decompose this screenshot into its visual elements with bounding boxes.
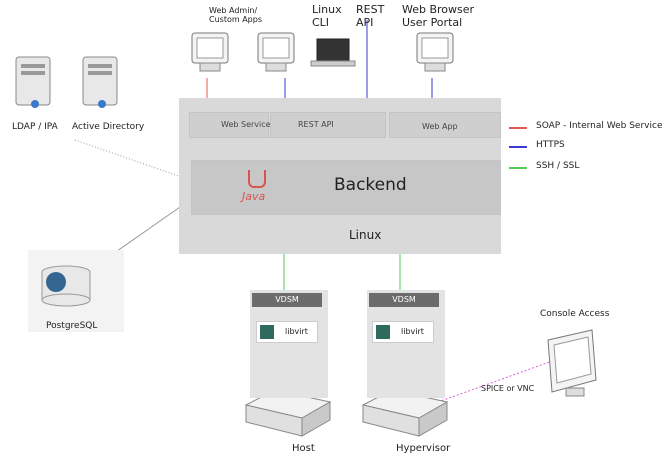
monitor-icon (257, 32, 295, 72)
ldap-link (74, 139, 191, 181)
ldap-label: LDAP / IPA (12, 122, 58, 132)
web-service-box (189, 112, 269, 138)
server-tower-icon (15, 56, 51, 108)
console-monitor-icon (547, 329, 597, 397)
rest-api-label: REST API (356, 3, 385, 29)
vdsm-box-hypervisor: VDSM (369, 293, 439, 307)
web-browser-label: Web Browser User Portal (402, 3, 475, 29)
backend-box (191, 160, 501, 215)
active-directory-label: Active Directory (72, 122, 145, 132)
hypervisor-panel (367, 290, 445, 398)
web-app-label: Web App (422, 122, 458, 131)
postgresql-label: PostgreSQL (46, 321, 98, 331)
web-service-label: Web Service (221, 120, 271, 129)
monitor-icon (416, 32, 454, 72)
libvirt-icon (260, 325, 274, 339)
libvirt-box-hypervisor: libvirt (372, 321, 434, 343)
legend-https-label: HTTPS (536, 140, 565, 150)
java-logo: Java (240, 168, 270, 208)
rest-api-box (270, 112, 386, 138)
legend-soap-line (509, 127, 527, 129)
backend-title: Backend (334, 175, 407, 195)
web-app-box (389, 112, 501, 138)
linux-cli-label: Linux CLI (312, 3, 342, 29)
web-admin-label: Web Admin/ Custom Apps (209, 6, 262, 24)
server-tower-icon (82, 56, 118, 108)
linux-label: Linux (349, 228, 382, 242)
hypervisor-label: Hypervisor (396, 443, 451, 454)
libvirt-label: libvirt (285, 327, 308, 336)
libvirt-label: libvirt (401, 327, 424, 336)
spice-vnc-label: SPICE or VNC (481, 384, 535, 393)
legend-https-line (509, 146, 527, 148)
spice-link (437, 359, 556, 403)
java-cup-icon (248, 170, 266, 188)
host-label: Host (292, 443, 315, 454)
laptop-icon (310, 38, 356, 67)
postgresql-icon (28, 250, 124, 332)
legend-soap-label: SOAP - Internal Web Service (536, 121, 663, 131)
legend-ssh-label: SSH / SSL (536, 161, 580, 171)
libvirt-icon (376, 325, 390, 339)
host-panel (250, 290, 328, 398)
monitor-icon (191, 32, 229, 72)
vdsm-box-host: VDSM (252, 293, 322, 307)
console-access-label: Console Access (540, 309, 610, 319)
java-logo-text: Java (242, 190, 266, 203)
legend-ssh-line (509, 167, 527, 169)
rest-api-box-label: REST API (298, 120, 334, 129)
libvirt-box-host: libvirt (256, 321, 318, 343)
